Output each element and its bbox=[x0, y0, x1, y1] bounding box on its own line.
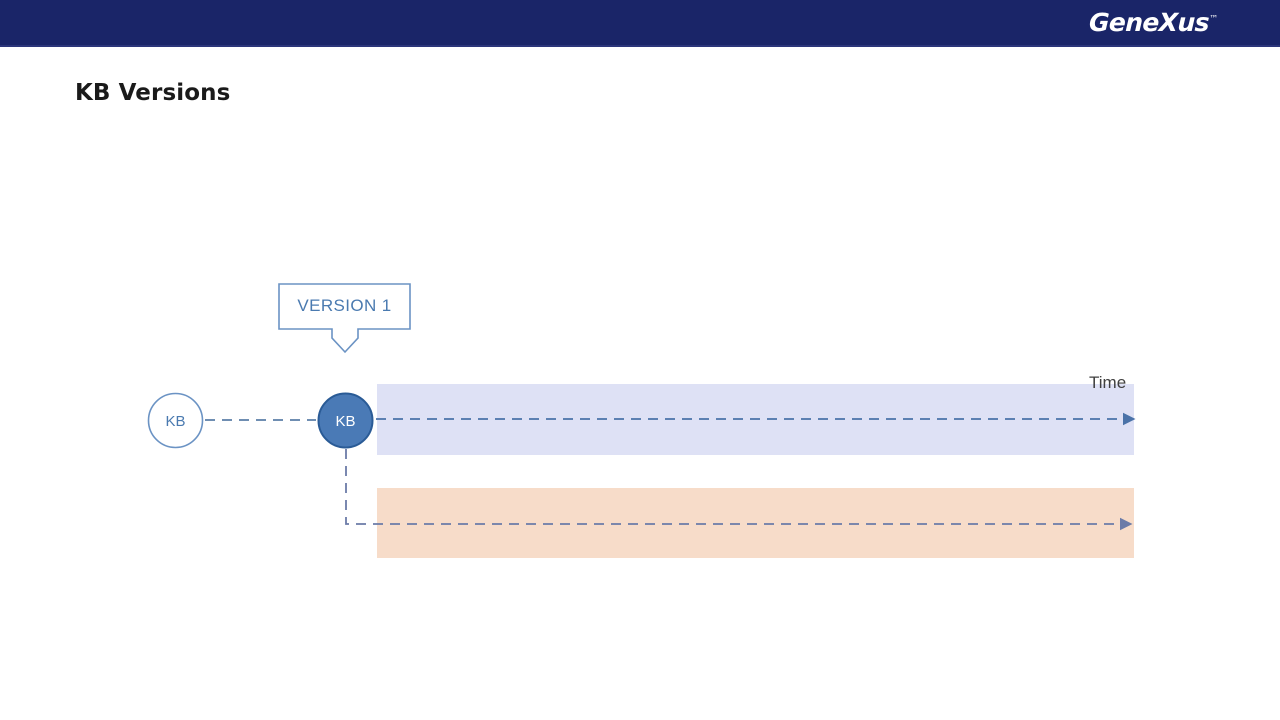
kb-node-origin-label: KB bbox=[165, 413, 185, 430]
kb-node-version1[interactable] bbox=[317, 392, 374, 449]
app-header-bar: GeneXus™ bbox=[0, 0, 1280, 47]
version-callout-shape bbox=[278, 283, 411, 354]
connector-orange-branch bbox=[345, 449, 1133, 531]
kb-node-version1-label: KB bbox=[335, 413, 355, 430]
version-callout-label: VERSION 1 bbox=[297, 296, 392, 315]
page-title: KB Versions bbox=[75, 80, 231, 106]
lane-orange-background bbox=[377, 488, 1134, 558]
kb-node-origin[interactable] bbox=[147, 392, 204, 449]
time-axis-label: Time bbox=[1089, 373, 1127, 392]
version-callout[interactable]: VERSION 1 bbox=[278, 283, 411, 353]
